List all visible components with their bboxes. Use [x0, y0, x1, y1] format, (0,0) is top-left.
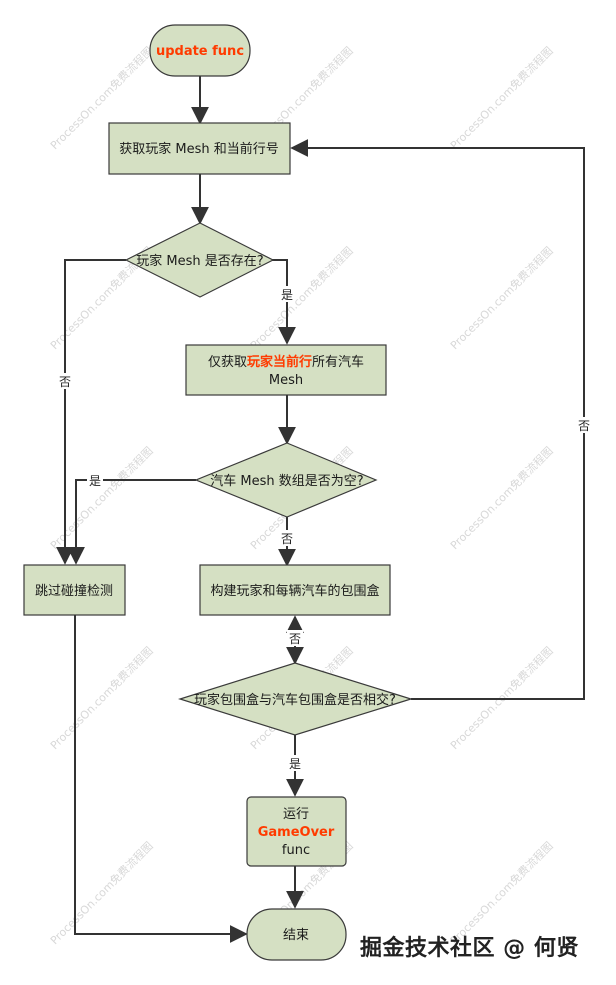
- edge-label-exists-no: 否: [59, 375, 71, 389]
- label-bg: [279, 286, 295, 302]
- run-line1: 运行: [283, 807, 309, 822]
- end-label: 结束: [283, 928, 309, 943]
- watermark: ProcessOn.com免费流程图: [47, 444, 155, 552]
- edge-empty-yes: [67, 479, 196, 565]
- edge-label-intersect-no-loop: 否: [578, 419, 590, 433]
- label-bg: [57, 373, 73, 389]
- build-box-label: 构建玩家和每辆汽车的包围盒: [210, 583, 379, 599]
- run-gameover-node[interactable]: 运行 GameOver func: [246, 796, 347, 867]
- get-cars-highlight: 玩家当前行: [247, 354, 312, 370]
- edge-label-exists-yes: 是: [281, 288, 293, 302]
- intersect-decision[interactable]: 玩家包围盒与汽车包围盒是否相交?: [177, 662, 414, 736]
- watermark: ProcessOn.com免费流程图: [447, 444, 555, 552]
- edge-exists-yes: [272, 259, 296, 345]
- get-mesh-node[interactable]: 获取玩家 Mesh 和当前行号: [108, 122, 291, 175]
- cars-empty-decision[interactable]: 汽车 Mesh 数组是否为空?: [194, 442, 378, 518]
- edge-intersect-no-loop: [290, 139, 585, 700]
- edge-label-empty-yes: 是: [89, 474, 101, 488]
- label-bg: [576, 417, 592, 433]
- cars-empty-label: 汽车 Mesh 数组是否为空?: [210, 473, 363, 489]
- label-bg: [287, 755, 303, 771]
- edge-label-intersect-no-up: 否: [289, 632, 301, 646]
- edge-skip-to-end: [74, 615, 248, 943]
- get-cars-label-line1: 仅获取玩家当前行所有汽车: [208, 354, 364, 370]
- label-bg: [87, 472, 103, 488]
- label-bg: [287, 630, 303, 646]
- watermark: ProcessOn.com免费流程图: [447, 44, 555, 152]
- end-node[interactable]: 结束: [246, 908, 347, 961]
- run-line3: func: [282, 843, 310, 858]
- start-label: update func: [156, 44, 244, 59]
- player-exists-label: 玩家 Mesh 是否存在?: [136, 253, 263, 269]
- start-node[interactable]: update func: [149, 24, 251, 77]
- run-highlight: GameOver: [258, 825, 335, 840]
- get-cars-prefix: 仅获取: [208, 355, 247, 370]
- nodes: update func 获取玩家 Mesh 和当前行号 玩家 Mesh 是否存在…: [23, 24, 414, 961]
- edge-label-empty-no: 否: [281, 532, 293, 546]
- intersect-label: 玩家包围盒与汽车包围盒是否相交?: [194, 692, 396, 708]
- label-bg: [279, 530, 295, 546]
- get-cars-label-line2: Mesh: [269, 373, 303, 388]
- skip-label: 跳过碰撞检测: [35, 584, 113, 599]
- skip-node[interactable]: 跳过碰撞检测: [23, 564, 126, 616]
- watermark: ProcessOn.com免费流程图: [47, 644, 155, 752]
- watermark: ProcessOn.com免费流程图: [447, 244, 555, 352]
- edge-exists-no: [56, 259, 126, 565]
- get-cars-node[interactable]: 仅获取玩家当前行所有汽车 Mesh: [185, 344, 387, 396]
- get-mesh-label: 获取玩家 Mesh 和当前行号: [119, 141, 279, 157]
- footer-credit: 掘金技术社区 @ 何贤: [360, 936, 579, 961]
- watermark: ProcessOn.com免费流程图: [47, 839, 155, 947]
- get-cars-suffix: 所有汽车: [312, 354, 364, 370]
- build-box-node[interactable]: 构建玩家和每辆汽车的包围盒: [199, 564, 391, 616]
- edge-label-intersect-yes: 是: [289, 757, 301, 771]
- edge-labels: 是 否 是 否 否 否 是: [57, 286, 592, 771]
- watermark: ProcessOn.com免费流程图: [447, 644, 555, 752]
- player-exists-decision[interactable]: 玩家 Mesh 是否存在?: [124, 222, 275, 298]
